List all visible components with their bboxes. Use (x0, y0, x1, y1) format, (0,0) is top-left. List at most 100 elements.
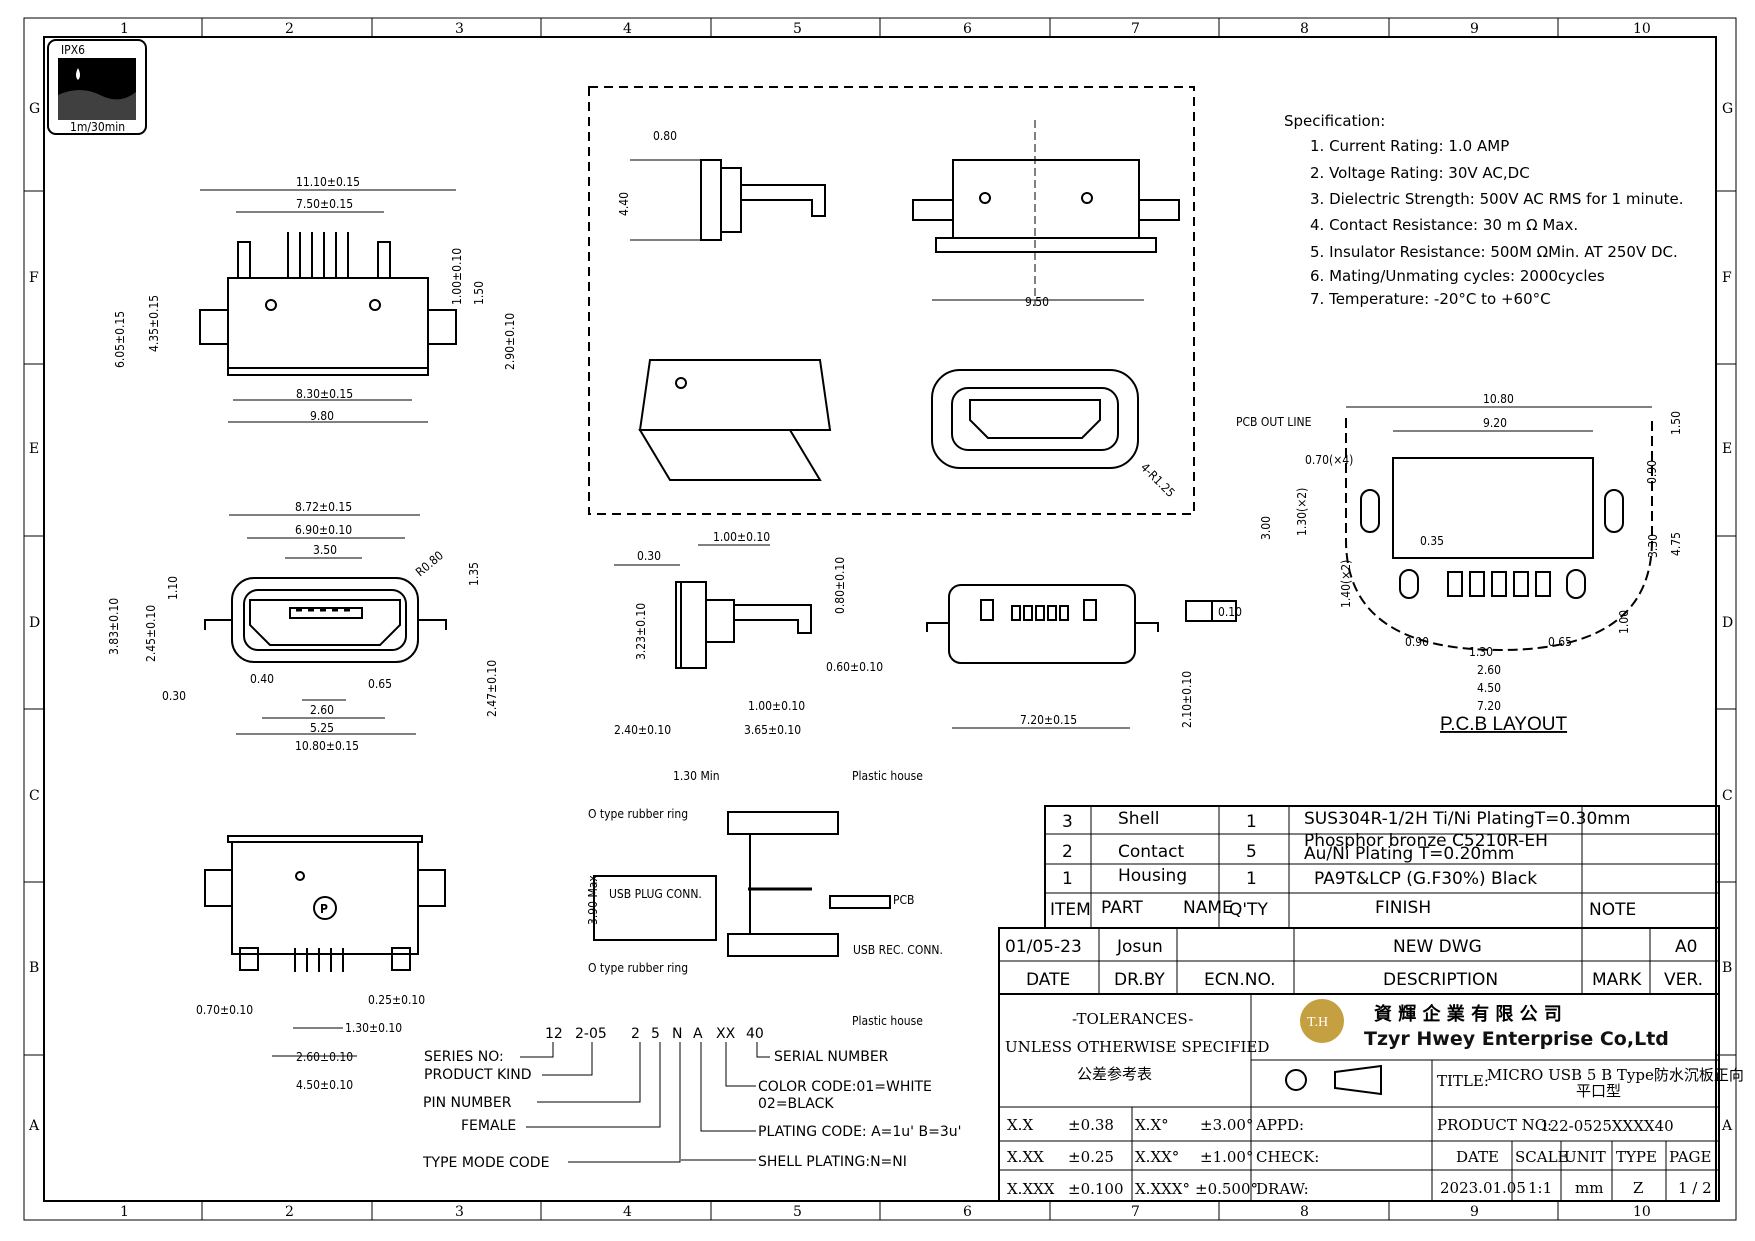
drawing-label: PART (1101, 898, 1143, 918)
drawing-label: MICRO USB 5 B Type防水沉板正向 (1487, 1066, 1744, 1084)
drawing-label: 0.80±0.10 (833, 557, 847, 614)
drawing-label: E (1722, 441, 1732, 457)
drawing-label: A (1721, 1118, 1733, 1134)
drawing-label: VER. (1664, 970, 1703, 990)
drawing-label: 3.30 (1646, 534, 1660, 558)
drawing-label: DESCRIPTION (1383, 970, 1498, 990)
drawing-label: 1.00±0.10 (748, 699, 805, 713)
drawing-label: Z (1633, 1179, 1643, 1197)
drawing-label: 4.40 (617, 192, 631, 216)
drawing-label: 4.35±0.15 (147, 295, 161, 352)
drawing-label: XX (716, 1026, 736, 1042)
drawing-label: 公差参考表 (1077, 1065, 1152, 1083)
drawing-label: PRODUCT NO: (1437, 1116, 1552, 1134)
drawing-label: ±1.00° (1200, 1148, 1253, 1166)
drawing-label: 5 (1246, 842, 1257, 862)
drawing-label: Josun (1116, 937, 1163, 957)
drawing-label: 9 (1470, 1204, 1479, 1220)
company-logo (1300, 999, 1344, 1043)
drawing-label: 0.35 (1420, 534, 1444, 548)
drawing-label: IPX6 (61, 43, 85, 57)
drawing-label: 4-R1.25 (1138, 460, 1178, 500)
drawing-label: 10 (1633, 1204, 1651, 1220)
drawing-label: 10.80±0.15 (295, 739, 359, 753)
drawing-label: 1.35 (467, 562, 481, 586)
drawing-label: 1.00±0.10 (450, 248, 464, 305)
drawing-label: C (29, 788, 40, 804)
drawing-label: 1.10 (166, 576, 180, 600)
drawing-label: 8.30±0.15 (296, 387, 353, 401)
drawing-label: 1:1 (1528, 1179, 1552, 1197)
drawing-label: 0.40 (250, 672, 274, 686)
drawing-label: PCB OUT LINE (1236, 415, 1312, 429)
drawing-label: F (29, 270, 39, 286)
drawing-label: 10.80 (1483, 392, 1514, 406)
drawing-label: TYPE MODE CODE (422, 1155, 549, 1171)
section-view: 1.30 Min Plastic house O type rubber rin… (586, 769, 943, 1028)
drawing-label: 1.30 Min (673, 769, 720, 783)
drawing-label: 8.72±0.15 (295, 500, 352, 514)
drawing-label: 3. Dielectric Strength: 500V AC RMS for … (1310, 190, 1684, 208)
drawing-label: 2.10±0.10 (1180, 671, 1194, 728)
drawing-label: 5 (793, 1204, 802, 1220)
drawing-label: A (28, 1118, 40, 1134)
drawing-label: NEW DWG (1393, 937, 1482, 957)
drawing-label: Plastic house (852, 1014, 923, 1028)
drawing-label: 4 (623, 1204, 632, 1220)
ipx6-badge: IPX6 1m/30min (47, 39, 147, 135)
drawing-label: 9.50 (1025, 295, 1049, 309)
drawing-label: 2023.01.05 (1440, 1179, 1526, 1197)
drawing-label: 7.20 (1477, 699, 1501, 713)
drawing-label: B (29, 960, 39, 976)
drawing-label: USB REC. CONN. (853, 943, 943, 957)
drawing-label: 1 / 2 (1678, 1179, 1712, 1197)
drawing-label: 4.50 (1477, 681, 1501, 695)
drawing-label: 3 (455, 21, 464, 37)
drawing-label: 6.05±0.15 (113, 311, 127, 368)
drawing-label: 6.90±0.10 (295, 523, 352, 537)
drawing-label: Phosphor bronze C5210R-EH (1304, 831, 1548, 851)
drawing-label: 1 (1246, 812, 1257, 832)
drawing-label: A0 (1675, 937, 1697, 957)
drawing-label: DATE (1456, 1148, 1499, 1166)
drawing-label: 1.00±0.10 (713, 530, 770, 544)
drawing-label: 4.75 (1669, 532, 1683, 556)
drawing-label: 40 (746, 1026, 764, 1042)
drawing-label: R0.80 (413, 548, 446, 579)
drawing-label: 5.25 (310, 721, 334, 735)
drawing-label: X.XX° (1135, 1148, 1179, 1166)
side-view: 0.30 1.00±0.10 0.80±0.10 3.23±0.10 0.60±… (614, 530, 883, 737)
drawing-label: 1m/30min (70, 120, 125, 134)
drawing-label: PLATING CODE: A=1u' B=3u' (758, 1124, 961, 1140)
specification: Specification: 1. Current Rating: 1.0 AM… (1284, 112, 1684, 308)
drawing-label: 4 (623, 21, 632, 37)
drawing-label: DRAW: (1256, 1180, 1309, 1198)
drawing-label: SHELL PLATING:N=NI (758, 1154, 907, 1170)
drawing-label: P.C.B LAYOUT (1440, 714, 1567, 735)
grid-rows: GF ED CB A GF ED CB A (24, 101, 1736, 1134)
drawing-label: 0.90 (1405, 635, 1429, 649)
drawing-label: 3.23±0.10 (634, 603, 648, 660)
drawing-label: X.X° (1135, 1116, 1169, 1134)
drawing-label: X.XXX (1007, 1180, 1055, 1198)
drawing-label: 3.00 (1259, 516, 1273, 540)
drawing-label: Q'TY (1229, 900, 1268, 920)
drawing-label: UNIT (1564, 1148, 1606, 1166)
drawing-label: 1.50 (472, 281, 486, 305)
drawing-label: 3.83±0.10 (107, 598, 121, 655)
drawing-label: ITEM (1050, 900, 1091, 920)
drawing-label: 2 (631, 1026, 640, 1042)
drawing-label: DR.BY (1114, 970, 1165, 990)
drawing-label: P (320, 902, 328, 916)
drawing-label: 0.70±0.10 (196, 1003, 253, 1017)
drawing-label: 3.90 Max (586, 875, 600, 925)
drawing-label: X.XXX° (1135, 1180, 1190, 1198)
drawing-label: UNLESS OTHERWISE SPECIFIED (1005, 1038, 1269, 1056)
drawing-label: 8 (1300, 21, 1309, 37)
part-code: 12 2-05 2 5 N A XX 40 SERIES NO: PRODUCT… (422, 1026, 961, 1171)
drawing-label: 2 (285, 21, 294, 37)
drawing-label: 0.65 (1548, 635, 1572, 649)
drawing-label: 9 (1470, 21, 1479, 37)
drawing-label: TITLE: (1437, 1072, 1489, 1090)
drawing-label: 11.10±0.15 (296, 175, 360, 189)
